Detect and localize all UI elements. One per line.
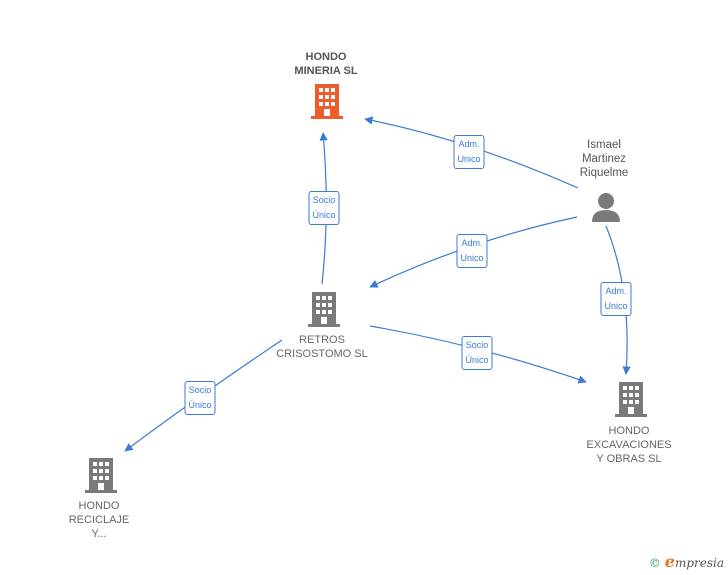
node-label-hondo-excavaciones[interactable]: HONDO EXCAVACIONES Y OBRAS SL [586, 424, 671, 466]
edge-label-line: Unico [457, 154, 481, 164]
edge-label-ismael-mineria[interactable]: Adm. Unico [453, 135, 485, 169]
edge-label-line: Socio [312, 195, 336, 205]
node-label-line: EXCAVACIONES [586, 439, 672, 451]
node-label-line: RECICLAJE [68, 514, 130, 526]
building-icon[interactable] [311, 84, 343, 120]
node-label-line: Riquelme [579, 167, 629, 179]
footer-brand: © empresia [649, 552, 724, 571]
copyright-icon: © [648, 556, 661, 570]
node-label-line: RETROS [299, 334, 345, 346]
node-label-line: Y OBRAS SL [596, 453, 662, 465]
node-label-retros[interactable]: RETROS CRISOSTOMO SL [276, 333, 367, 361]
building-icon[interactable] [85, 458, 117, 494]
edge-label-retros-reciclaje[interactable]: Socio Único [184, 381, 216, 415]
node-label-line: Y... [91, 528, 107, 540]
edge-label-retros-excavaciones[interactable]: Socio Único [461, 336, 493, 370]
edge-label-line: Único [465, 355, 489, 365]
building-icon[interactable] [615, 382, 647, 418]
node-label-hondo-reciclaje[interactable]: HONDO RECICLAJE Y... [69, 499, 130, 541]
node-label-line: CRISOSTOMO SL [276, 348, 368, 360]
edge-label-ismael-retros[interactable]: Adm. Unico [456, 234, 488, 268]
edge-label-line: Adm. [458, 139, 480, 149]
node-label-line: HONDO [305, 51, 347, 63]
node-label-hondo-mineria[interactable]: HONDO MINERIA SL [294, 50, 357, 78]
node-label-line: Martinez [581, 153, 627, 165]
building-icon[interactable] [308, 292, 340, 328]
edge-label-line: Adm. [605, 286, 627, 296]
edge-label-line: Unico [604, 301, 628, 311]
edge-label-line: Único [312, 210, 336, 220]
node-label-line: MINERIA SL [294, 65, 358, 77]
edge-label-line: Socio [188, 385, 212, 395]
edge-label-ismael-excavaciones[interactable]: Adm. Unico [600, 282, 632, 316]
edge-label-line: Socio [465, 340, 489, 350]
node-label-ismael[interactable]: Ismael Martinez Riquelme [580, 138, 629, 180]
brand-logo-letter: e [664, 552, 675, 571]
person-icon[interactable] [590, 192, 622, 222]
brand-logo-text: mpresia [674, 556, 724, 570]
edge-label-line: Unico [460, 253, 484, 263]
node-label-line: HONDO [78, 500, 120, 512]
node-label-line: HONDO [608, 425, 650, 437]
edge-label-retros-mineria[interactable]: Socio Único [308, 191, 340, 225]
edge-label-line: Adm. [461, 238, 483, 248]
edge-label-line: Único [188, 400, 212, 410]
node-label-line: Ismael [587, 139, 621, 151]
